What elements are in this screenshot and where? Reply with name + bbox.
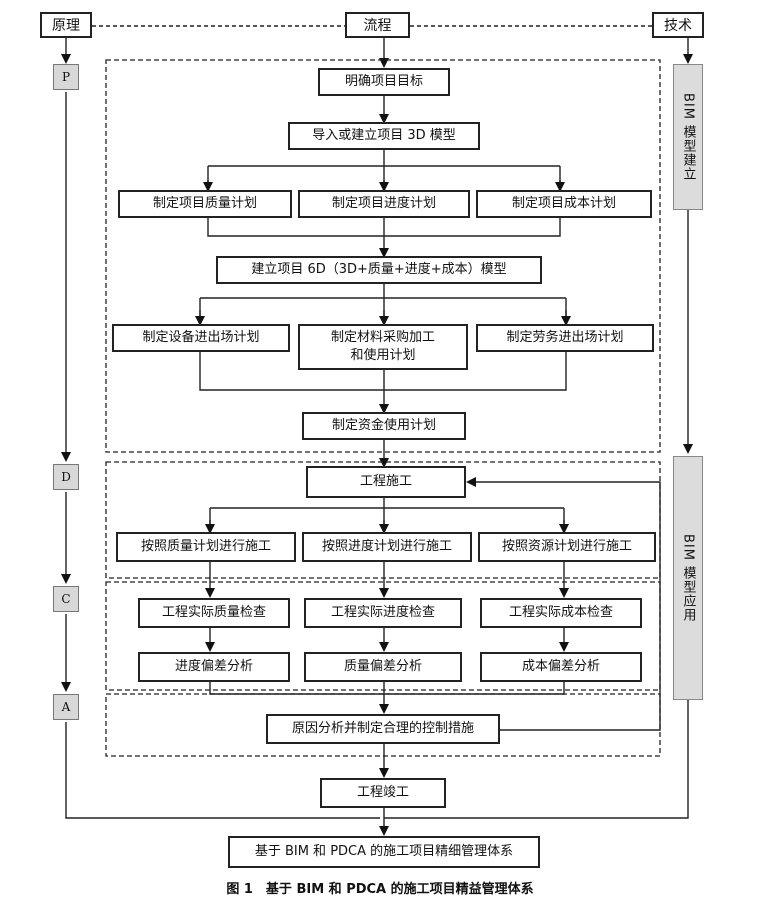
figure-caption: 图 1 基于 BIM 和 PDCA 的施工项目精益管理体系 (226, 882, 534, 897)
schedule-plan-box: 制定项目进度计划 (298, 190, 470, 218)
quality-plan-box: 制定项目质量计划 (118, 190, 292, 218)
cost-deviation-box: 成本偏差分析 (480, 652, 642, 682)
model-6d-box: 建立项目 6D（3D+质量+进度+成本）模型 (216, 256, 542, 284)
bim-modeling-bar: BIM 模型建立 (673, 64, 703, 210)
principle-header: 原理 (40, 12, 92, 38)
technology-header: 技术 (652, 12, 704, 38)
completion-box: 工程竣工 (320, 778, 446, 808)
quality-deviation-box: 质量偏差分析 (304, 652, 462, 682)
model-3d-box: 导入或建立项目 3D 模型 (288, 122, 480, 150)
phase-p-marker: P (53, 64, 79, 90)
build-quality-box: 按照质量计划进行施工 (116, 532, 296, 562)
phase-d-marker: D (53, 464, 79, 490)
bim-application-bar: BIM 模型应用 (673, 456, 703, 700)
material-plan-line1: 制定材料采购加工 (330, 330, 435, 345)
application-to-final-line (384, 700, 689, 819)
labor-plan-box: 制定劳务进出场计划 (476, 324, 654, 352)
phase-a-marker: A (53, 694, 79, 720)
phase-c-marker: C (53, 586, 79, 612)
process-header: 流程 (345, 12, 410, 38)
a-to-final-line (65, 722, 380, 819)
cause-analysis-box: 原因分析并制定合理的控制措施 (266, 714, 500, 744)
check-schedule-box: 工程实际进度检查 (304, 598, 462, 628)
a-phase-frame (105, 693, 661, 757)
build-schedule-box: 按照进度计划进行施工 (302, 532, 472, 562)
cost-plan-box: 制定项目成本计划 (476, 190, 652, 218)
check-cost-box: 工程实际成本检查 (480, 598, 642, 628)
c-phase-frame (105, 581, 661, 691)
material-plan-box: 制定材料采购加工 和使用计划 (298, 324, 468, 370)
final-system-box: 基于 BIM 和 PDCA 的施工项目精细管理体系 (228, 836, 540, 868)
build-resource-box: 按照资源计划进行施工 (478, 532, 656, 562)
check-quality-box: 工程实际质量检查 (138, 598, 290, 628)
construction-box: 工程施工 (306, 466, 466, 498)
d-phase-frame (105, 461, 661, 579)
goal-box: 明确项目目标 (318, 68, 450, 96)
equipment-plan-box: 制定设备进出场计划 (112, 324, 290, 352)
p-phase-frame (105, 59, 661, 453)
schedule-deviation-box: 进度偏差分析 (138, 652, 290, 682)
material-plan-line2: 和使用计划 (350, 348, 416, 363)
fund-plan-box: 制定资金使用计划 (302, 412, 466, 440)
